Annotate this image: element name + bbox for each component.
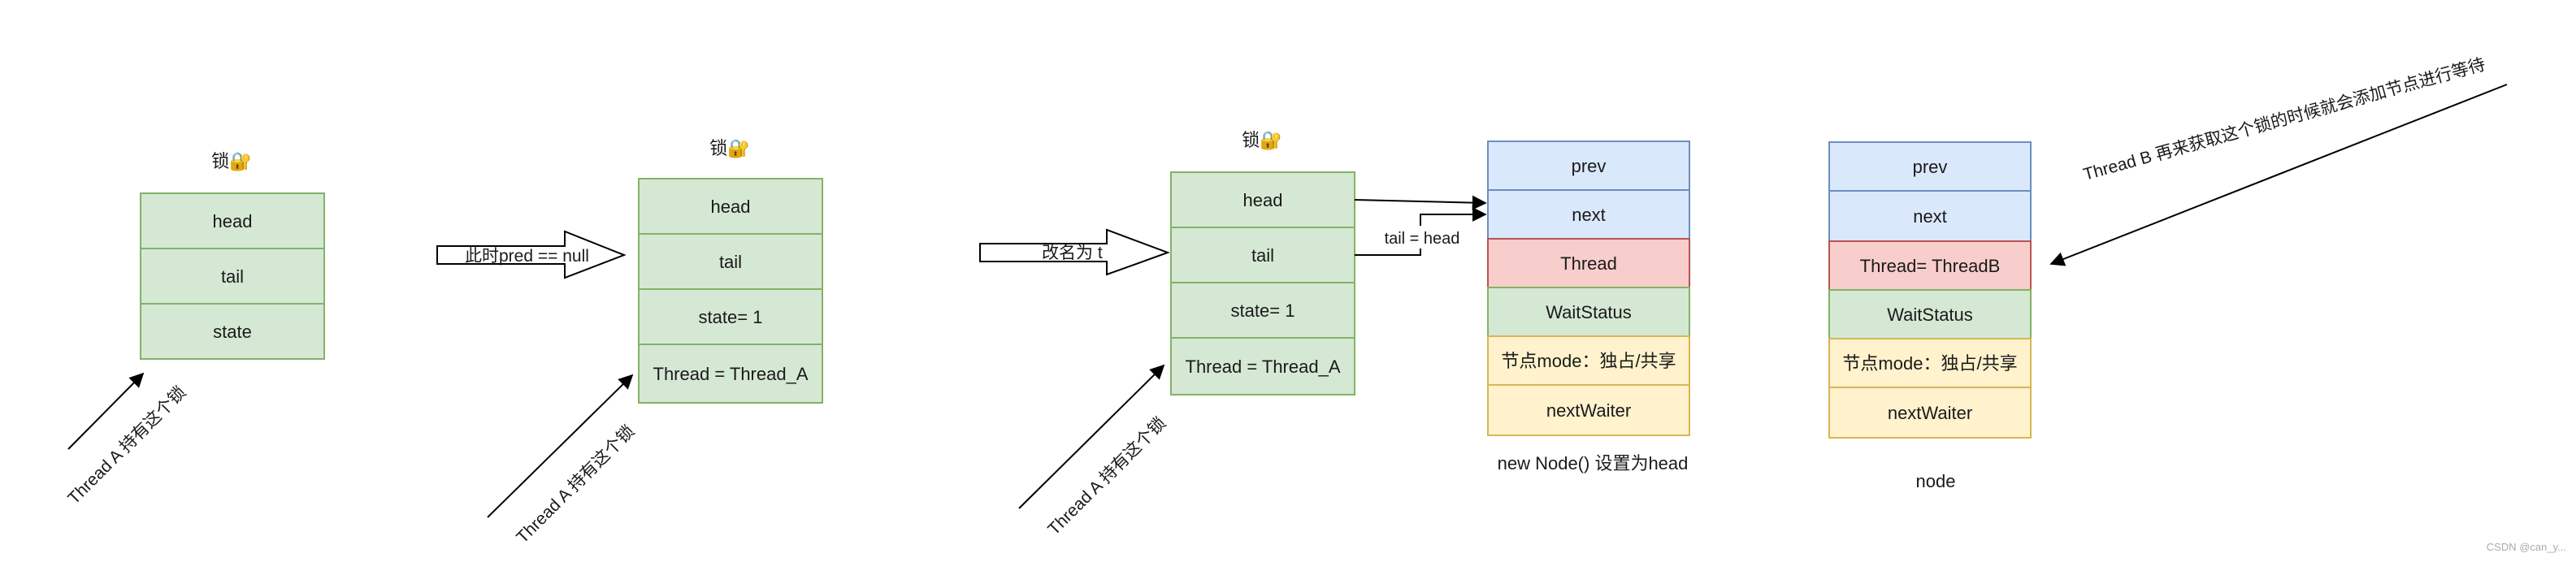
stage2-cell-state: state= 1 [638, 288, 823, 345]
stage3-cell-head: head [1170, 171, 1355, 228]
svg-text:state: state [213, 322, 252, 342]
stage1-cell-head: head [140, 192, 325, 249]
svg-text:Thread: Thread [1560, 253, 1617, 274]
node-b-cell-nextwaiter: nextWaiter [1828, 387, 2032, 439]
node-head-cell-waitstatus: WaitStatus [1487, 287, 1690, 337]
stage1-cell-state: state [140, 303, 325, 360]
lock-label: 锁🔐 [709, 138, 749, 158]
node-head-caption: new Node() 设置为head [1498, 453, 1689, 473]
head-link-arrow [1354, 195, 1487, 210]
node-b-cell-next: next [1828, 190, 2032, 242]
svg-text:prev: prev [1913, 157, 1948, 177]
svg-text:Thread = Thread_A: Thread = Thread_A [1186, 357, 1341, 377]
svg-text:prev: prev [1572, 156, 1607, 176]
stage3-lock: 锁🔐 head tail state= 1 Thread = Thread_A … [1018, 130, 1487, 539]
svg-text:节点mode：独占/共享: 节点mode：独占/共享 [1501, 351, 1676, 371]
stage1-cell-tail: tail [140, 248, 325, 305]
node-b-cell-prev: prev [1828, 141, 2032, 192]
node-b-cell-thread: Thread= ThreadB [1828, 240, 2032, 291]
block-arrow-2-label: 改名为 t [1042, 244, 1103, 262]
node-head-cell-next: next [1487, 189, 1690, 240]
svg-text:head: head [711, 197, 751, 217]
stage3-cell-state: state= 1 [1170, 282, 1355, 339]
stage1-annotation: Thread A 持有这个锁 [64, 383, 189, 508]
node-b-cell-mode: 节点mode：独占/共享 [1828, 338, 2032, 388]
node-head-cell-mode: 节点mode：独占/共享 [1487, 335, 1690, 386]
svg-text:state= 1: state= 1 [1231, 300, 1295, 321]
svg-text:tail: tail [1251, 245, 1274, 266]
svg-text:next: next [1913, 206, 1947, 227]
tail-link-label: tail = head [1385, 230, 1460, 248]
block-arrow-2: 改名为 t [979, 228, 1170, 276]
block-arrow-1: 此时pred == null [436, 230, 627, 279]
node-head-cell-nextwaiter: nextWaiter [1487, 384, 1690, 436]
stage3-cell-thread: Thread = Thread_A [1170, 337, 1355, 396]
lock-label: 锁🔐 [1242, 130, 1281, 150]
stage2-annotation: Thread A 持有这个锁 [513, 422, 638, 547]
node-b: prev next Thread= ThreadB WaitStatus 节点m… [1828, 141, 2032, 491]
stage1-hold-arrow [67, 372, 145, 450]
stage2-cell-head: head [638, 178, 823, 235]
svg-text:nextWaiter: nextWaiter [1888, 403, 1972, 423]
stage2-lock: 锁🔐 head tail state= 1 Thread = Thread_A … [487, 138, 823, 547]
stage3-cell-tail: tail [1170, 227, 1355, 283]
lock-label: 锁🔐 [211, 151, 251, 171]
stage2-cell-thread: Thread = Thread_A [638, 344, 823, 404]
watermark: CSDN @can_y... [2487, 541, 2566, 553]
svg-text:nextWaiter: nextWaiter [1546, 400, 1631, 421]
svg-text:tail: tail [719, 252, 742, 272]
node-head: prev next Thread WaitStatus 节点mode：独占/共享… [1487, 140, 1690, 473]
stage3-annotation: Thread A 持有这个锁 [1044, 413, 1169, 538]
stage2-cell-tail: tail [638, 233, 823, 290]
svg-text:WaitStatus: WaitStatus [1546, 302, 1632, 322]
thread-b-note: Thread B 再来获取这个锁的时候就会添加节点进行等待 [2081, 55, 2487, 184]
svg-text:state= 1: state= 1 [699, 307, 763, 327]
svg-text:head: head [1243, 190, 1283, 210]
thread-b-arrow [2049, 84, 2508, 266]
svg-text:WaitStatus: WaitStatus [1887, 305, 1973, 325]
svg-text:head: head [213, 211, 253, 231]
node-head-cell-prev: prev [1487, 140, 1690, 191]
svg-text:tail: tail [221, 266, 244, 287]
stage2-hold-arrow [487, 374, 634, 518]
svg-text:Thread = Thread_A: Thread = Thread_A [653, 364, 809, 384]
block-arrow-1-label: 此时pred == null [465, 247, 589, 266]
svg-text:节点mode：独占/共享: 节点mode：独占/共享 [1842, 353, 2017, 374]
svg-text:next: next [1572, 205, 1606, 225]
stage3-hold-arrow [1018, 364, 1165, 509]
node-b-caption: node [1916, 471, 1956, 491]
node-b-cell-waitstatus: WaitStatus [1828, 289, 2032, 339]
node-head-cell-thread: Thread [1487, 238, 1690, 288]
svg-text:Thread= ThreadB: Thread= ThreadB [1860, 256, 2001, 276]
tail-link-label-bg [1381, 226, 1463, 249]
stage1-lock: 锁🔐 head tail state Thread A 持有这个锁 [64, 151, 325, 508]
